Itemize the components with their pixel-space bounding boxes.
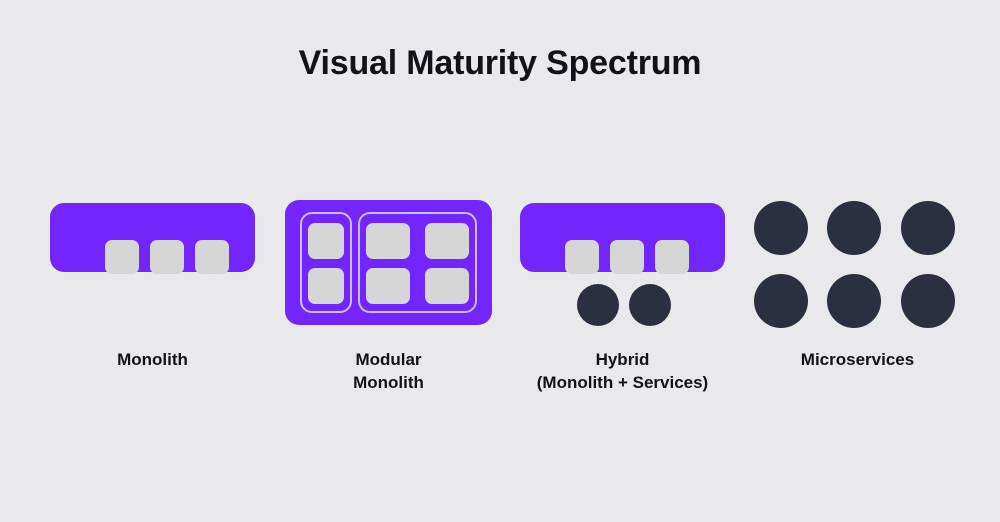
monolith-cell-2 [150, 240, 184, 274]
modular-cell-5 [366, 268, 410, 304]
modular-cell-3 [366, 223, 410, 259]
microservice-6 [901, 274, 955, 328]
stage-hybrid[interactable]: Hybrid (Monolith + Services) [500, 185, 745, 415]
monolith-cell-3 [195, 240, 229, 274]
hybrid-service-1 [577, 284, 619, 326]
caption-line: Microservices [800, 350, 915, 369]
modular-monolith-block [285, 200, 492, 325]
monolith-cell-1 [105, 240, 139, 274]
modular-cell-6 [425, 268, 469, 304]
hybrid-cell-2 [610, 240, 644, 274]
module-group-1 [300, 212, 352, 313]
microservice-3 [901, 201, 955, 255]
stage-caption-modular-monolith: Modular Monolith [270, 348, 507, 394]
caption-line: Modular [355, 350, 422, 369]
microservice-5 [827, 274, 881, 328]
stage-caption-microservices: Microservices [740, 348, 975, 371]
modular-cell-4 [425, 223, 469, 259]
microservice-2 [827, 201, 881, 255]
hybrid-cell-1 [565, 240, 599, 274]
monolith-block [50, 203, 255, 274]
stage-microservices[interactable]: Microservices [740, 185, 975, 415]
microservice-1 [754, 201, 808, 255]
stage-caption-hybrid: Hybrid (Monolith + Services) [500, 348, 745, 394]
caption-line: (Monolith + Services) [536, 373, 709, 392]
caption-line: Monolith [353, 373, 424, 392]
module-group-2 [358, 212, 477, 313]
caption-line: Hybrid [595, 350, 650, 369]
stage-monolith[interactable]: Monolith [20, 185, 285, 415]
stage-modular-monolith[interactable]: Modular Monolith [270, 185, 507, 415]
microservice-4 [754, 274, 808, 328]
caption-line: Monolith [117, 350, 188, 369]
stage-caption-monolith: Monolith [20, 348, 285, 371]
modular-cell-2 [308, 268, 344, 304]
hybrid-service-2 [629, 284, 671, 326]
modular-cell-1 [308, 223, 344, 259]
hybrid-cell-3 [655, 240, 689, 274]
page-title: Visual Maturity Spectrum [298, 44, 702, 82]
hybrid-monolith-block [520, 203, 725, 274]
maturity-stage-row: Monolith Modular Monolith [0, 185, 1000, 415]
